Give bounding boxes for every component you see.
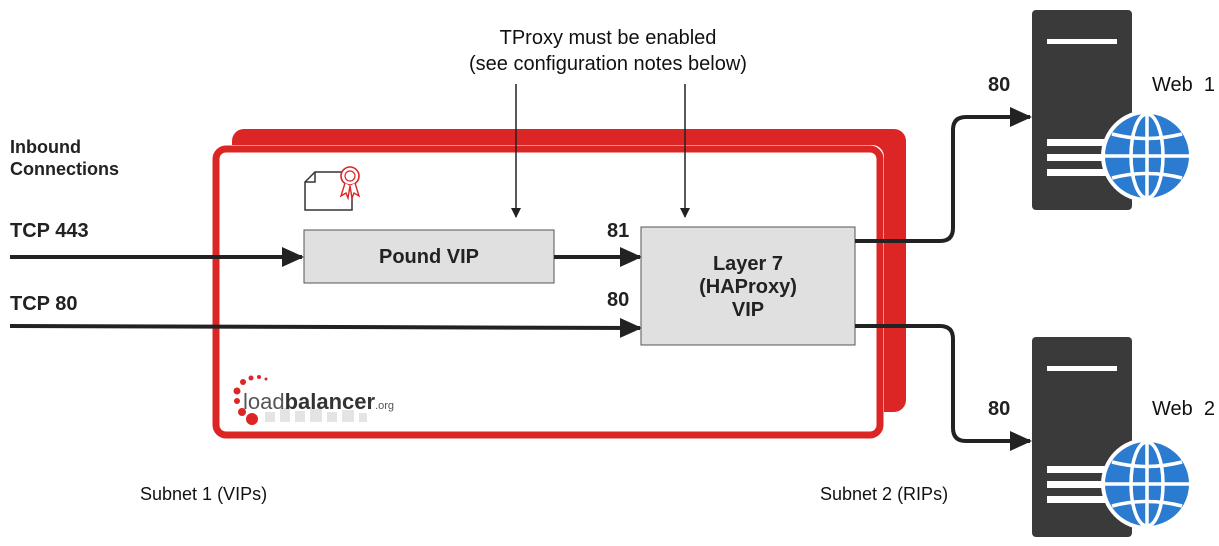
web2-server-icon[interactable] xyxy=(1032,337,1193,537)
layer7-vip-box[interactable] xyxy=(640,226,856,346)
logo-text-bold: balancer xyxy=(285,389,376,414)
subnet1-label: Subnet 1 (VIPs) xyxy=(140,484,267,504)
globe-icon xyxy=(1101,110,1193,202)
certificate-icon xyxy=(304,166,361,211)
layer7-label-line1: Layer 7 xyxy=(713,253,783,275)
pound-vip-box[interactable] xyxy=(303,229,555,284)
inbound-label-line2: Connections xyxy=(10,159,119,179)
logo-text-light: load xyxy=(243,389,285,414)
layer7-label-line3: VIP xyxy=(732,299,764,321)
layer7-to-web1-connector xyxy=(855,107,1032,243)
logo-text-suffix: .org xyxy=(375,400,394,412)
appliance-frame-front xyxy=(212,145,884,439)
port-81-label: 81 xyxy=(607,220,629,242)
loadbalancer-logo: loadbalancer.org xyxy=(233,375,394,425)
logo-text: loadbalancer.org xyxy=(243,389,394,414)
port-80-web2-label: 80 xyxy=(988,398,1010,420)
port-80-l7-label: 80 xyxy=(607,289,629,311)
web1-label: Web 1 xyxy=(1152,74,1215,96)
globe-icon xyxy=(1101,438,1193,530)
port-80-web1-label: 80 xyxy=(988,74,1010,96)
web2-label: Web 2 xyxy=(1152,398,1215,420)
tcp80-arrow xyxy=(9,317,642,338)
pound-vip-label: Pound VIP xyxy=(379,246,479,268)
tcp80-label: TCP 80 xyxy=(10,293,77,315)
subnet2-label: Subnet 2 (RIPs) xyxy=(820,484,948,504)
tproxy-note-line2: (see configuration notes below) xyxy=(469,53,747,75)
layer7-to-web2-connector xyxy=(855,324,1032,451)
inbound-label-line1: Inbound xyxy=(10,137,81,157)
layer7-label-line2: (HAProxy) xyxy=(699,276,797,298)
tcp443-label: TCP 443 xyxy=(10,220,89,242)
web1-server-icon[interactable] xyxy=(1032,10,1193,210)
tproxy-note-line1: TProxy must be enabled xyxy=(500,27,717,49)
